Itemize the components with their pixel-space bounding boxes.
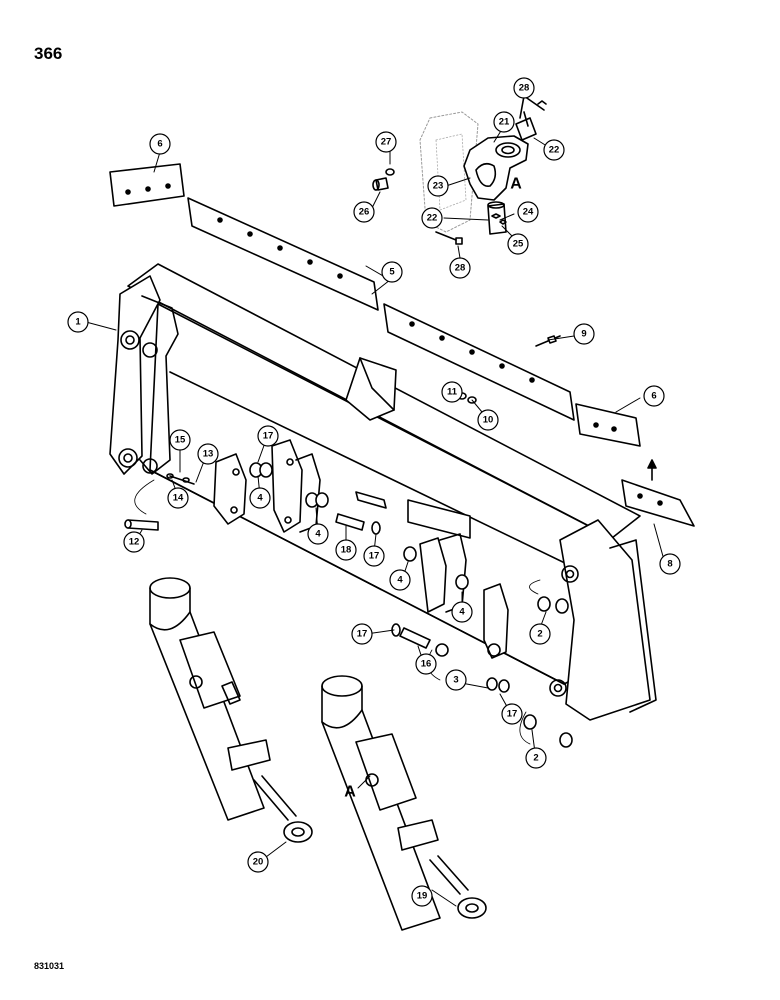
callout-9: 9 xyxy=(573,323,595,345)
svg-text:3: 3 xyxy=(453,675,458,686)
svg-text:22: 22 xyxy=(549,145,560,156)
callout-2b: 2 xyxy=(525,747,547,769)
callout-27: 27 xyxy=(375,131,397,153)
svg-text:8: 8 xyxy=(667,559,672,570)
callout-17c: 17 xyxy=(351,623,373,645)
svg-text:12: 12 xyxy=(129,537,140,548)
svg-text:9: 9 xyxy=(581,329,586,340)
svg-text:18: 18 xyxy=(341,545,352,556)
callout-3: 3 xyxy=(445,669,467,691)
svg-text:6: 6 xyxy=(157,139,162,150)
callouts: 1 2 2 3 4 4 4 4 5 6 6 8 9 10 11 12 13 14… xyxy=(67,77,681,907)
callout-26: 26 xyxy=(353,201,375,223)
svg-text:6: 6 xyxy=(651,391,656,402)
callout-1: 1 xyxy=(67,311,89,333)
callout-8: 8 xyxy=(659,553,681,575)
view-ref-a-bottom: A xyxy=(344,784,356,801)
cylinder-left xyxy=(149,577,313,843)
callout-6a: 6 xyxy=(149,133,171,155)
callout-24: 24 xyxy=(517,201,539,223)
svg-text:14: 14 xyxy=(173,493,184,504)
svg-text:2: 2 xyxy=(537,629,542,640)
callout-16: 16 xyxy=(415,653,437,675)
callout-20: 20 xyxy=(247,851,269,873)
callout-28b: 28 xyxy=(449,257,471,279)
svg-text:4: 4 xyxy=(315,529,321,540)
svg-text:19: 19 xyxy=(417,891,428,902)
svg-text:24: 24 xyxy=(523,207,534,218)
svg-text:25: 25 xyxy=(513,239,524,250)
svg-text:17: 17 xyxy=(357,629,368,640)
svg-text:26: 26 xyxy=(359,207,370,218)
svg-text:23: 23 xyxy=(433,181,444,192)
callout-18: 18 xyxy=(335,539,357,561)
svg-text:20: 20 xyxy=(253,857,264,868)
svg-text:28: 28 xyxy=(455,263,466,274)
callout-28a: 28 xyxy=(513,77,535,99)
callout-4a: 4 xyxy=(249,487,271,509)
svg-text:17: 17 xyxy=(263,431,274,442)
svg-text:17: 17 xyxy=(369,551,380,562)
svg-text:16: 16 xyxy=(421,659,432,670)
callout-22a: 22 xyxy=(543,139,565,161)
blade-body xyxy=(109,263,657,721)
cylinder-right xyxy=(321,675,487,931)
svg-text:11: 11 xyxy=(447,387,458,398)
callout-17b: 17 xyxy=(363,545,385,567)
callout-4c: 4 xyxy=(389,569,411,591)
svg-text:27: 27 xyxy=(381,137,392,148)
svg-text:4: 4 xyxy=(257,493,263,504)
callout-23: 23 xyxy=(427,175,449,197)
callout-2a: 2 xyxy=(529,623,551,645)
ref-a-leader xyxy=(357,775,371,789)
svg-text:13: 13 xyxy=(203,449,214,460)
svg-text:28: 28 xyxy=(519,83,530,94)
callout-15: 15 xyxy=(169,429,191,451)
callout-4d: 4 xyxy=(451,601,473,623)
callout-13: 13 xyxy=(197,443,219,465)
svg-text:17: 17 xyxy=(507,709,518,720)
callout-5: 5 xyxy=(381,261,403,283)
callout-11: 11 xyxy=(441,381,463,403)
svg-text:2: 2 xyxy=(533,753,538,764)
svg-text:21: 21 xyxy=(499,117,510,128)
svg-text:4: 4 xyxy=(459,607,465,618)
callout-14: 14 xyxy=(167,487,189,509)
callout-17a: 17 xyxy=(257,425,279,447)
callout-6b: 6 xyxy=(643,385,665,407)
svg-text:4: 4 xyxy=(397,575,403,586)
callout-12: 12 xyxy=(123,531,145,553)
callout-19: 19 xyxy=(411,885,433,907)
svg-text:5: 5 xyxy=(389,267,395,278)
callout-10: 10 xyxy=(477,409,499,431)
view-ref-a-top: A xyxy=(510,176,522,193)
svg-text:15: 15 xyxy=(175,435,186,446)
page-number: 366 xyxy=(34,44,63,63)
trunnion-assembly xyxy=(372,95,547,245)
cutting-edges xyxy=(109,163,695,527)
callout-4b: 4 xyxy=(307,523,329,545)
callout-21: 21 xyxy=(493,111,515,133)
callout-22b: 22 xyxy=(421,207,443,229)
svg-text:10: 10 xyxy=(483,415,494,426)
svg-text:22: 22 xyxy=(427,213,438,224)
callout-25: 25 xyxy=(507,233,529,255)
callout-17d: 17 xyxy=(501,703,523,725)
figure-code: 831031 xyxy=(34,961,65,971)
svg-text:1: 1 xyxy=(75,317,81,328)
